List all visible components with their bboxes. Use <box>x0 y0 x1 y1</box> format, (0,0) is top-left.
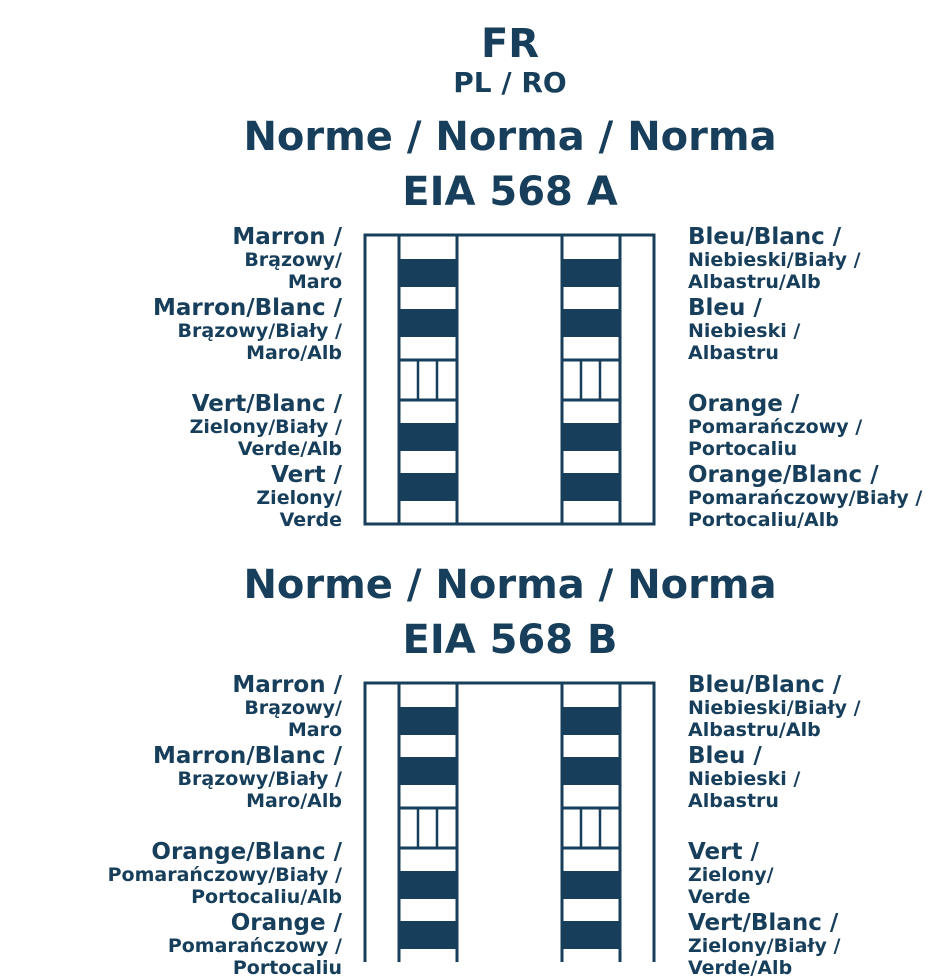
label-line: Marron/Blanc / <box>152 743 342 769</box>
diagram-a-left-label: Vert/Blanc / Zielony/Biały / Verde/Alb <box>190 392 342 460</box>
label-line: Pomarańczowy / <box>688 416 863 438</box>
label-line: Niebieski / <box>688 320 801 342</box>
label-line: Niebieski / <box>688 768 801 790</box>
label-line: Verde/Alb <box>237 438 342 460</box>
label-line: Orange / <box>230 910 342 936</box>
pin-band-solid <box>562 473 620 501</box>
label-line: Pomarańczowy/Biały / <box>107 864 342 886</box>
pin-band-solid <box>399 259 457 287</box>
pin-band-solid <box>399 871 457 899</box>
label-line: Marron/Blanc / <box>152 295 342 321</box>
diagram-b-title-standard: EIA 568 B <box>402 617 618 663</box>
pin-band-solid <box>562 423 620 451</box>
diagram-b-right-label: Bleu/Blanc / Niebieski/Biały / Albastru/… <box>688 673 861 741</box>
label-line: Bleu / <box>688 295 762 321</box>
pin-band-solid <box>562 921 620 949</box>
label-line: Vert/Blanc / <box>191 391 342 417</box>
label-line: Vert / <box>688 839 759 865</box>
label-line: Maro <box>287 271 342 293</box>
label-line: Albastru <box>688 790 779 812</box>
pin-band-solid <box>399 921 457 949</box>
pin-band-solid <box>562 757 620 785</box>
label-line: Vert/Blanc / <box>688 910 839 936</box>
label-line: Bleu/Blanc / <box>688 672 842 698</box>
label-line: Zielony/ <box>688 864 774 886</box>
label-line: Albastru/Alb <box>688 719 821 741</box>
diagram-a-right-label: Bleu / Niebieski / Albastru <box>688 296 800 364</box>
diagram-a-right-label: Orange / Pomarańczowy / Portocaliu <box>688 392 862 460</box>
label-line: Marron / <box>232 672 342 698</box>
label-line: Brązowy/Biały / <box>177 320 342 342</box>
pin-band-solid <box>562 707 620 735</box>
diagram-b-title-norm: Norme / Norma / Norma <box>243 562 777 608</box>
language-subtitle: PL / RO <box>453 66 567 99</box>
diagram-a-left-label: Marron/Blanc / Brązowy/Biały / Maro/Alb <box>153 296 342 364</box>
label-line: Zielony/Biały / <box>688 935 841 957</box>
label-line: Zielony/ <box>256 487 342 509</box>
diagram-b-left-label: Orange / Pomarańczowy / Portocaliu <box>168 911 342 979</box>
label-line: Maro/Alb <box>246 790 342 812</box>
diagram-b-left-label: Marron / Brązowy/ Maro <box>232 673 342 741</box>
diagram-a-right-label: Bleu/Blanc / Niebieski/Biały / Albastru/… <box>688 225 861 293</box>
pin-band-solid <box>399 707 457 735</box>
pin-band-solid <box>399 757 457 785</box>
connector-outline <box>363 233 656 526</box>
label-line: Albastru/Alb <box>688 271 821 293</box>
label-line: Niebieski/Biały / <box>688 697 861 719</box>
label-line: Verde <box>279 509 342 531</box>
label-line: Niebieski/Biały / <box>688 249 861 271</box>
diagram-b-left-label: Orange/Blanc / Pomarańczowy/Biały / Port… <box>108 840 342 908</box>
diagram-b-right-label: Vert / Zielony/ Verde <box>688 840 774 908</box>
label-line: Brązowy/Biały / <box>177 768 342 790</box>
diagram-b-connector-group <box>363 681 656 962</box>
label-line: Brązowy/ <box>244 249 342 271</box>
label-line: Orange / <box>688 391 800 417</box>
label-line: Pomarańczowy / <box>167 935 342 957</box>
label-line: Pomarańczowy/Biały / <box>688 487 923 509</box>
label-line: Marron / <box>232 224 342 250</box>
label-line: Verde/Alb <box>688 957 793 979</box>
pin-band-solid <box>399 473 457 501</box>
label-line: Maro/Alb <box>246 342 342 364</box>
label-line: Albastru <box>688 342 779 364</box>
diagram-a-title-norm: Norme / Norma / Norma <box>243 114 777 160</box>
pin-band-solid <box>399 423 457 451</box>
label-line: Portocaliu <box>232 957 342 979</box>
label-line: Brązowy/ <box>244 697 342 719</box>
label-line: Bleu / <box>688 743 762 769</box>
pin-band-solid <box>399 309 457 337</box>
language-title: FR <box>480 21 540 67</box>
label-line: Orange/Blanc / <box>151 839 342 865</box>
diagram-b-left-label: Marron/Blanc / Brązowy/Biały / Maro/Alb <box>153 744 342 812</box>
label-line: Portocaliu <box>688 438 798 460</box>
label-line: Zielony/Biały / <box>189 416 342 438</box>
diagram-a-right-label: Orange/Blanc / Pomarańczowy/Biały / Port… <box>688 463 922 531</box>
label-line: Bleu/Blanc / <box>688 224 842 250</box>
label-line: Orange/Blanc / <box>688 462 879 488</box>
pin-band-solid <box>562 871 620 899</box>
diagram-b-right-label: Bleu / Niebieski / Albastru <box>688 744 800 812</box>
label-line: Portocaliu/Alb <box>688 509 839 531</box>
label-line: Verde <box>688 886 751 908</box>
diagram-a-title-standard: EIA 568 A <box>402 169 618 215</box>
pin-band-solid <box>562 309 620 337</box>
label-line: Vert / <box>271 462 342 488</box>
pin-band-solid <box>562 259 620 287</box>
diagram-a-connector-group <box>363 233 656 526</box>
diagram-a-left-label: Vert / Zielony/ Verde <box>256 463 342 531</box>
connector-outline <box>363 681 656 962</box>
label-line: Maro <box>287 719 342 741</box>
diagram-a-left-label: Marron / Brązowy/ Maro <box>232 225 342 293</box>
label-line: Portocaliu/Alb <box>191 886 342 908</box>
diagram-b-right-label: Vert/Blanc / Zielony/Biały / Verde/Alb <box>688 911 840 979</box>
